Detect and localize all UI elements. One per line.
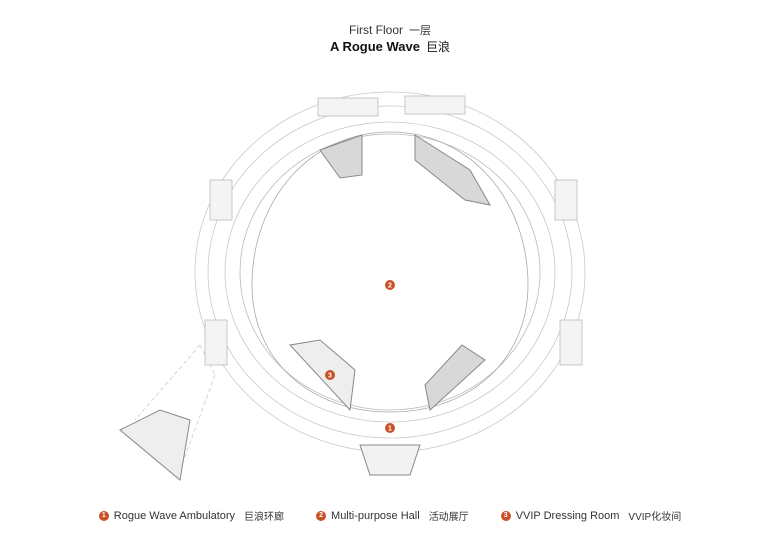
vvip-room (289, 339, 356, 412)
floor-label-cn: 一层 (409, 25, 431, 37)
marker-2: 2 (385, 280, 395, 290)
legend-item-ambulatory: 1 Rogue Wave Ambulatory 巨浪环廊 (98, 508, 285, 523)
annex-building (119, 409, 191, 481)
legend-label: Rogue Wave Ambulatory (113, 509, 236, 522)
project-label-cn: 巨浪 (426, 40, 451, 54)
legend-label: VVIP Dressing Room (515, 509, 620, 522)
outer-ring (194, 91, 586, 453)
legend: 1 Rogue Wave Ambulatory 巨浪环廊 2 Multi-purpos… (0, 508, 780, 523)
project-title: A Rogue Wave 巨浪 (0, 38, 780, 55)
legend-label-cn: 活动展厅 (428, 512, 469, 523)
ring-line (207, 105, 573, 439)
project-label: A Rogue Wave (329, 39, 421, 54)
pavilion (559, 319, 583, 366)
marker-icon: 1 (98, 510, 109, 521)
pavilion (209, 179, 233, 221)
entrance (359, 444, 421, 476)
legend-item-dressing-room: 3 VVIP Dressing Room VVIP化妆间 (500, 508, 682, 523)
marker-1: 1 (385, 423, 395, 433)
marker-icon: 3 (500, 510, 511, 521)
svg-text:1: 1 (388, 426, 392, 433)
legend-label-cn: 巨浪环廊 (244, 512, 285, 523)
hall-outline (251, 131, 529, 413)
legend-label: Multi-purpose Hall (331, 509, 420, 522)
ring-line (224, 121, 556, 423)
legend-item-hall: 2 Multi-purpose Hall 活动展厅 (316, 508, 469, 523)
pavilion (554, 179, 578, 221)
legend-label-cn: VVIP化妆间 (628, 512, 682, 523)
svg-text:3: 3 (328, 373, 332, 380)
room-nw (319, 134, 363, 179)
pavilion (404, 95, 466, 115)
marker-3: 3 (325, 370, 335, 380)
floor-label: First Floor (349, 23, 403, 37)
pavilion (317, 97, 379, 117)
room-se (424, 344, 486, 411)
room-ne (414, 134, 491, 206)
svg-text:2: 2 (388, 283, 392, 290)
marker-icon: 2 (316, 510, 327, 521)
floor-title: First Floor 一层 (0, 22, 780, 38)
pavilion (204, 319, 228, 366)
inner-ring (239, 133, 541, 411)
